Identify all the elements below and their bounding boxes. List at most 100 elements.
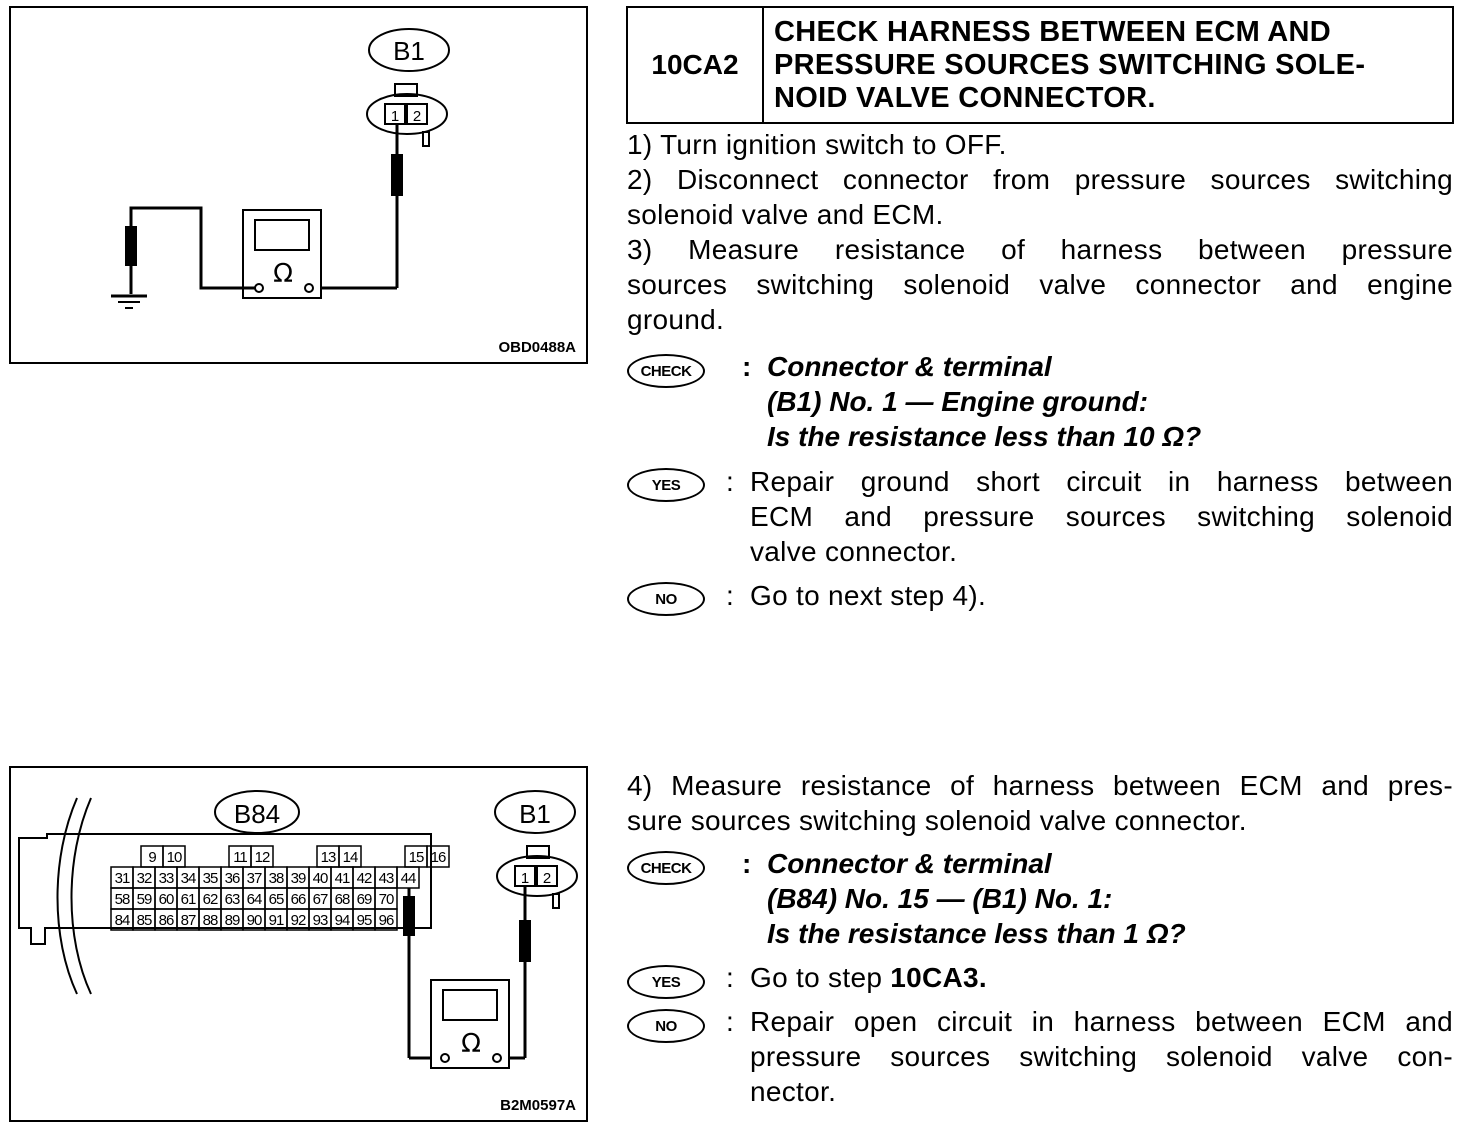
- terminal-66: 66: [291, 891, 306, 908]
- terminal-61: 61: [181, 891, 196, 908]
- yes2-text: Go to step: [750, 962, 891, 993]
- no-badge: NO: [627, 582, 705, 616]
- check-condition-2: Connector & terminal (B84) No. 15 — (B1)…: [767, 846, 1457, 951]
- b84-label: B84: [234, 799, 280, 829]
- check-badge-2: CHECK: [627, 851, 705, 885]
- no-result-1: Go to next step 4).: [750, 578, 1453, 613]
- svg-text:1: 1: [521, 870, 529, 887]
- check-badge: CHECK: [627, 354, 705, 388]
- terminal-90: 90: [247, 912, 262, 929]
- terminal-13: 13: [321, 849, 336, 866]
- check2-line-1: Connector & terminal: [767, 848, 1052, 879]
- check1-line-1: Connector & terminal: [767, 351, 1052, 382]
- terminal-60: 60: [159, 891, 174, 908]
- step-4-text: 4) Measure resistance of harness between…: [627, 768, 1453, 838]
- terminal-43: 43: [379, 870, 394, 887]
- figure-code: OBD0488A: [498, 339, 576, 356]
- terminal-88: 88: [203, 912, 218, 929]
- terminal-91: 91: [269, 912, 284, 929]
- no-colon-2: :: [726, 1006, 734, 1037]
- next-step-code: 10CA3.: [890, 962, 988, 993]
- terminal-37: 37: [247, 870, 262, 887]
- terminal-10: 10: [167, 849, 182, 866]
- terminal-16-cell: [426, 845, 450, 868]
- title-line-3: NOID VALVE CONNECTOR.: [774, 82, 1156, 114]
- step4-line-2: sure sources switching solenoid valve co…: [627, 805, 1247, 836]
- no-result-2: Repair open circuit in harness between E…: [750, 1004, 1453, 1109]
- svg-text:2: 2: [543, 870, 551, 887]
- check-colon: :: [742, 351, 752, 382]
- instruction-step-3b: sources switching solenoid valve connect…: [627, 269, 1453, 300]
- check1-line-3: Is the resistance less than 10 Ω?: [767, 421, 1202, 452]
- no2-line-3: nector.: [750, 1076, 837, 1107]
- no-badge-2: NO: [627, 1009, 705, 1043]
- figure-ground-check: B1 1 2 Ω OBD0488A: [9, 6, 588, 364]
- terminal-85: 85: [137, 912, 152, 929]
- yes1-line-2: ECM and pressure sources switching solen…: [750, 501, 1453, 532]
- check-condition-1: Connector & terminal (B1) No. 1 — Engine…: [767, 349, 1457, 454]
- instruction-step-3c: ground.: [627, 304, 725, 335]
- terminal-94: 94: [335, 912, 350, 929]
- svg-text:Ω: Ω: [273, 259, 293, 289]
- svg-text:2: 2: [413, 108, 421, 125]
- wiring-diagram-1: B1 1 2 Ω: [111, 28, 450, 309]
- terminal-39: 39: [291, 870, 306, 887]
- yes-colon-2: :: [726, 962, 734, 993]
- no-colon: :: [726, 580, 734, 611]
- terminal-69: 69: [357, 891, 372, 908]
- terminal-96-cell: [374, 908, 398, 931]
- terminal-41: 41: [335, 870, 350, 887]
- terminal-87: 87: [181, 912, 196, 929]
- terminal-62: 62: [203, 891, 218, 908]
- terminal-58: 58: [115, 891, 130, 908]
- check1-line-2: (B1) No. 1 — Engine ground:: [767, 386, 1149, 417]
- step-header: 10CA2 CHECK HARNESS BETWEEN ECM AND PRES…: [626, 6, 1454, 124]
- yes1-line-1: Repair ground short circuit in harness b…: [750, 466, 1453, 497]
- terminal-40: 40: [313, 870, 328, 887]
- instruction-step-2a: 2) Disconnect connector from pressure so…: [627, 164, 1453, 195]
- figure-code-2: B2M0597A: [500, 1097, 576, 1114]
- yes1-line-3: valve connector.: [750, 536, 958, 567]
- terminal-86: 86: [159, 912, 174, 929]
- terminal-96: 96: [379, 912, 394, 929]
- terminal-15: 15: [409, 849, 424, 866]
- terminal-11: 11: [233, 849, 247, 866]
- check2-line-2: (B84) No. 15 — (B1) No. 1:: [767, 883, 1113, 914]
- check-colon-2: :: [742, 848, 752, 879]
- b1-label-2: B1: [519, 799, 551, 829]
- terminal-92: 92: [291, 912, 306, 929]
- yes-result-2: Go to step 10CA3.: [750, 960, 1453, 995]
- instruction-list: 1) Turn ignition switch to OFF. 2) Disco…: [627, 127, 1453, 337]
- terminal-16: 16: [431, 849, 446, 866]
- yes-badge-2: YES: [627, 965, 705, 999]
- terminal-12: 12: [255, 849, 270, 866]
- svg-text:Ω: Ω: [461, 1029, 481, 1059]
- terminal-9: 9: [148, 849, 156, 866]
- terminal-34: 34: [181, 870, 196, 887]
- yes-colon: :: [726, 466, 734, 497]
- terminal-32: 32: [137, 870, 152, 887]
- terminal-70: 70: [379, 891, 394, 908]
- yes-badge: YES: [627, 468, 705, 502]
- terminal-93: 93: [313, 912, 328, 929]
- svg-text:1: 1: [391, 108, 399, 125]
- title-line-1: CHECK HARNESS BETWEEN ECM AND: [774, 16, 1332, 48]
- terminal-64: 64: [247, 891, 262, 908]
- terminal-67: 67: [313, 891, 328, 908]
- terminal-95: 95: [357, 912, 372, 929]
- step4-line-1: 4) Measure resistance of harness between…: [627, 770, 1453, 801]
- yes2-line: Go to step 10CA3.: [750, 960, 1453, 995]
- terminal-63: 63: [225, 891, 240, 908]
- no1-text: Go to next step 4).: [750, 580, 987, 611]
- instruction-step-1: 1) Turn ignition switch to OFF.: [627, 129, 1007, 160]
- terminal-42: 42: [357, 870, 372, 887]
- terminal-31: 31: [115, 870, 130, 887]
- instruction-step-2b: solenoid valve and ECM.: [627, 199, 944, 230]
- terminal-35: 35: [203, 870, 218, 887]
- terminal-38: 38: [269, 870, 284, 887]
- step-title: CHECK HARNESS BETWEEN ECM AND PRESSURE S…: [764, 8, 1452, 122]
- step-code: 10CA2: [628, 8, 764, 122]
